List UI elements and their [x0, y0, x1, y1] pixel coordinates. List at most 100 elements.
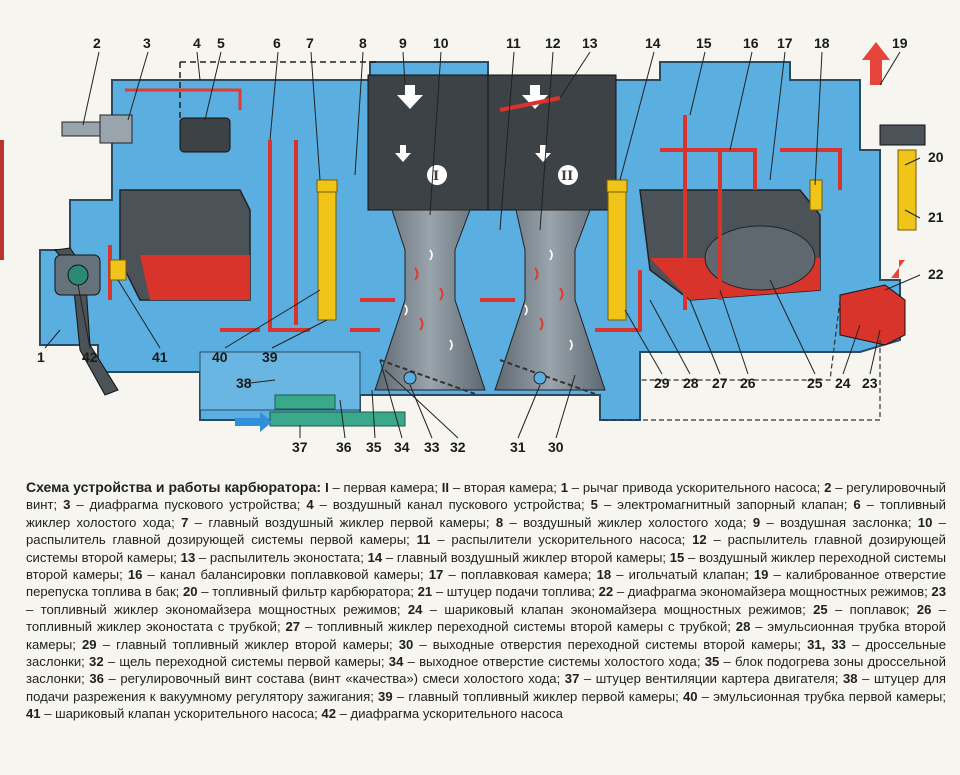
- chamber-II-mark: II: [561, 169, 573, 184]
- caption-text: – штуцер подачи топлива;: [432, 584, 599, 600]
- caption-text: – выходные отверстия переходной системы …: [413, 636, 808, 652]
- chamber-I-tube: [367, 74, 499, 211]
- caption-text: – первая камера;: [328, 480, 442, 495]
- caption-text: – дроссельные заслонки;: [26, 636, 946, 670]
- caption-key: 9: [752, 514, 761, 530]
- callout-9: 9: [399, 35, 407, 51]
- caption-key: 14: [367, 549, 383, 565]
- caption-key: 5: [590, 497, 598, 513]
- fuel-filter: [879, 124, 926, 146]
- caption-text: – распылитель эконостата;: [195, 549, 368, 565]
- callout-1: 1: [37, 349, 45, 365]
- callout-16: 16: [743, 35, 759, 51]
- callout-20: 20: [928, 149, 944, 165]
- caption-key: 12: [692, 532, 707, 548]
- caption-text: – распылитель главной дозирующей системы…: [26, 514, 947, 548]
- caption-key: 1: [560, 480, 569, 495]
- callout-18: 18: [814, 35, 830, 51]
- caption-key: 4: [306, 497, 314, 513]
- caption-text: – калиброванное отверстие перепуска топл…: [26, 567, 947, 600]
- callout-7: 7: [306, 35, 314, 51]
- fuel-spray: [414, 267, 564, 331]
- caption-text: – диафрагма пускового устройства;: [70, 497, 307, 513]
- caption-text: – эмульсионная трубка второй камеры;: [26, 619, 947, 652]
- caption-text: – топливный фильтр карбюратора;: [197, 584, 418, 600]
- caption-text: – диафрагма экономайзера мощностных режи…: [613, 584, 932, 600]
- caption-text: – рычаг привода ускорительного насоса;: [568, 480, 825, 495]
- caption-key: 28: [735, 619, 751, 635]
- caption-text: – топливный жиклер переходной системы вт…: [300, 619, 736, 635]
- caption-text: – распылители ускорительного насоса;: [430, 532, 693, 548]
- caption-key: 40: [682, 688, 698, 704]
- caption-key: 3: [63, 497, 71, 513]
- throttle-valve-2: [499, 359, 599, 396]
- callout-24: 24: [835, 375, 851, 391]
- callout-19: 19: [892, 35, 908, 51]
- caption-title: Схема устройства и работы карбюратора:: [26, 479, 326, 495]
- caption-text: – главный топливный жиклер первой камеры…: [392, 688, 683, 704]
- caption-text: – топливный жиклер эконостата с трубкой;: [26, 601, 946, 635]
- caption-key: 26: [916, 601, 932, 617]
- caption-text: – воздушная заслонка;: [760, 514, 918, 530]
- caption-text: – штуцер вентиляции картера двигателя;: [579, 671, 843, 687]
- callout-29: 29: [654, 375, 670, 391]
- callout-33: 33: [424, 439, 440, 455]
- caption-key: 34: [388, 654, 404, 670]
- caption-key: II: [441, 480, 450, 495]
- callout-25: 25: [807, 375, 823, 391]
- caption-text: – игольчатый клапан;: [611, 567, 754, 583]
- fuel-in-arrow: [891, 260, 905, 278]
- jets: [269, 149, 917, 427]
- caption-text: – регулировочный винт;: [26, 480, 946, 513]
- callout-23: 23: [862, 375, 878, 391]
- caption-text: – поплавок;: [827, 601, 917, 617]
- caption-text: – блок подогрева зоны дроссельной заслон…: [26, 654, 946, 687]
- caption-key: 31, 33: [807, 636, 846, 652]
- caption-key: 35: [704, 654, 720, 670]
- callout-15: 15: [696, 35, 712, 51]
- caption-key: 21: [417, 584, 433, 600]
- callout-27: 27: [712, 375, 728, 391]
- caption-key: 13: [180, 549, 196, 565]
- callout-10: 10: [433, 35, 449, 51]
- caption-text: – электромагнитный запорный клапан;: [597, 497, 854, 513]
- ventilation-arrow: [235, 412, 272, 432]
- diffuser-I: [374, 209, 486, 391]
- figure-caption: Схема устройства и работы карбюратора: I…: [26, 479, 946, 723]
- callout-11: 11: [506, 35, 521, 51]
- callout-41: 41: [152, 349, 168, 365]
- callout-21: 21: [928, 209, 944, 225]
- callout-30: 30: [548, 439, 564, 455]
- callout-42: 42: [82, 349, 98, 365]
- caption-text: – топливный жиклер холостого хода;: [26, 497, 946, 530]
- callout-28: 28: [683, 375, 699, 391]
- air-flow-arrows: [395, 85, 551, 162]
- caption-key: 22: [598, 584, 614, 600]
- callout-12: 12: [545, 35, 561, 51]
- caption-key: 10: [917, 514, 933, 530]
- caption-key: 17: [428, 567, 444, 583]
- callout-17: 17: [777, 35, 793, 51]
- caption-key: 19: [753, 567, 769, 583]
- caption-text: – эмульсионная трубка первой камеры;: [697, 688, 946, 704]
- callout-31: 31: [510, 439, 526, 455]
- economizer: [839, 284, 906, 346]
- carburetor-diagram: I II: [0, 35, 944, 455]
- callout-38: 38: [236, 375, 252, 391]
- chamber-II-tube: [487, 74, 617, 211]
- fuel-out-arrow: [862, 42, 890, 85]
- caption-key: 30: [398, 636, 414, 652]
- caption-text: – штуцер для подачи разрежения к вакуумн…: [26, 671, 946, 704]
- caption-text: – шариковый клапан экономайзера мощностн…: [422, 601, 814, 617]
- callout-36: 36: [336, 439, 352, 455]
- caption-text: – воздушный жиклер холостого хода;: [503, 514, 753, 530]
- diffuser-II: [494, 209, 606, 391]
- callout-14: 14: [645, 35, 661, 51]
- caption-key: 29: [82, 636, 97, 652]
- caption-text: – выходное отверстие системы холостого х…: [403, 654, 705, 670]
- callout-13: 13: [582, 35, 598, 51]
- caption-key: 41: [26, 706, 41, 722]
- caption-key: 8: [495, 514, 504, 530]
- caption-key: 24: [407, 601, 423, 617]
- caption-key: 42: [321, 706, 336, 722]
